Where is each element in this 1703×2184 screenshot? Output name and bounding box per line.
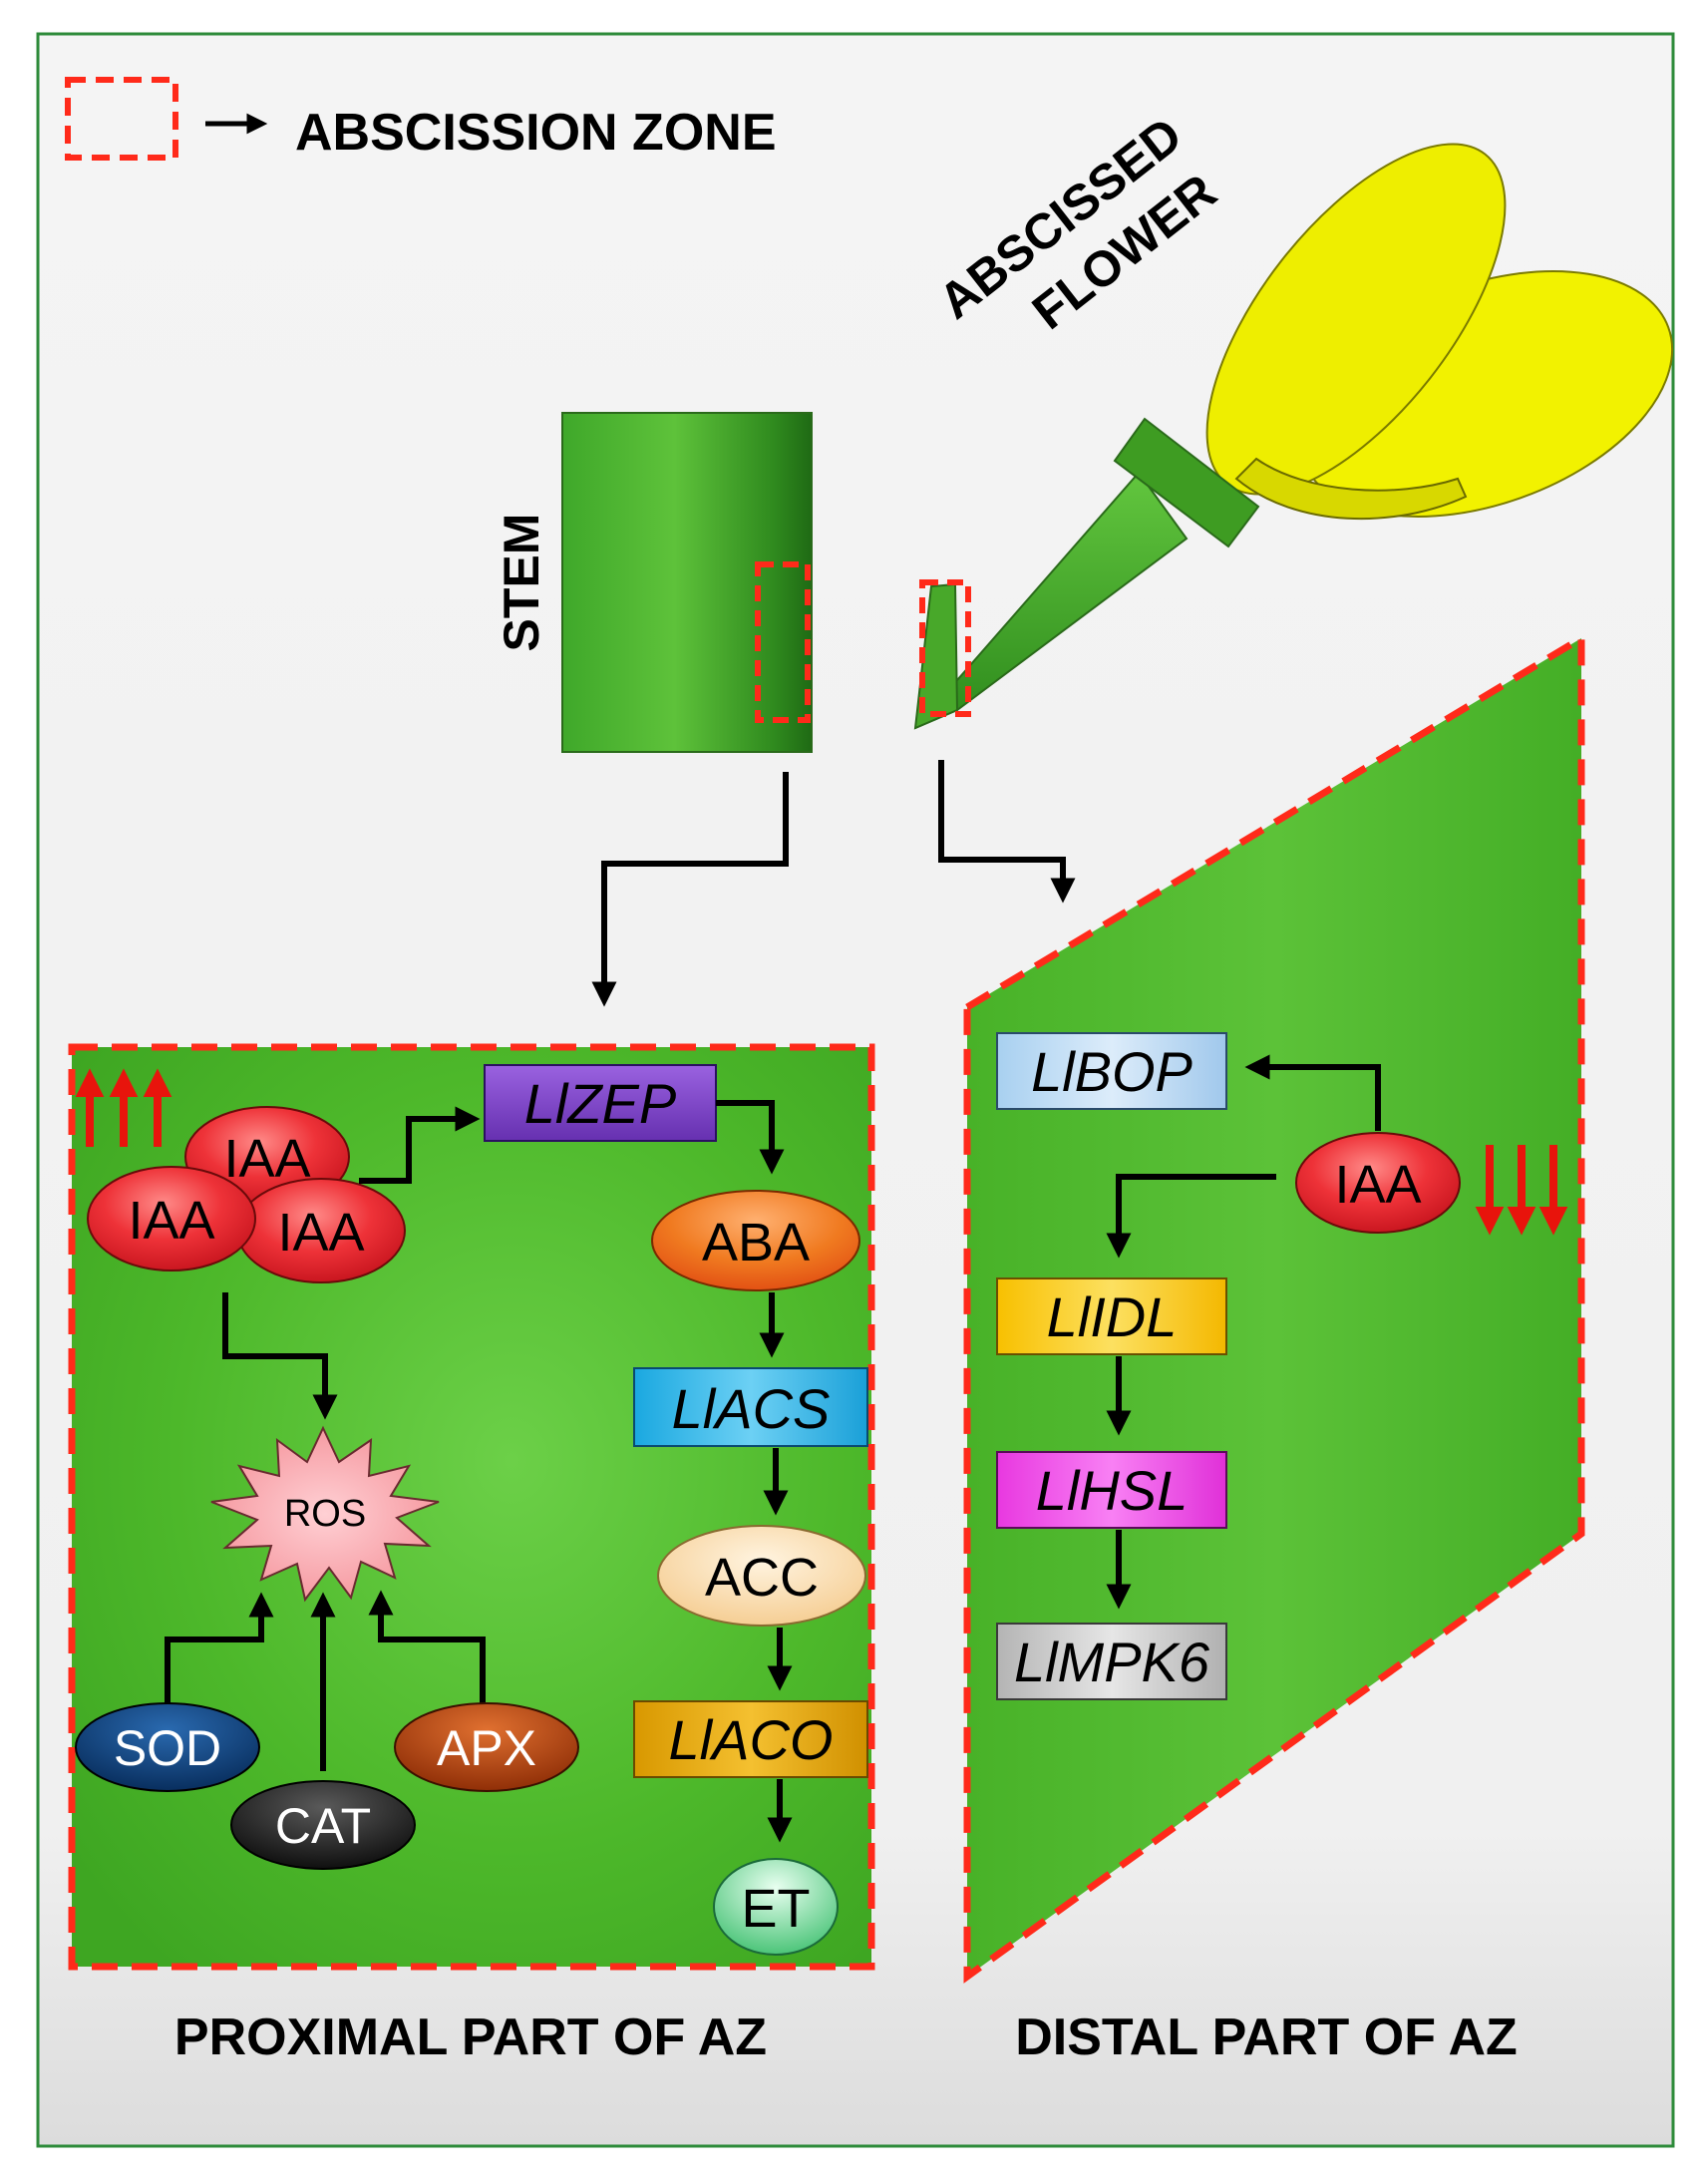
libop-label: LlBOP [1031,1040,1192,1103]
arrow-apx-to-ros [368,1590,486,1705]
iaa-label-left: IAA [128,1191,214,1251]
arrow-iaa-to-lizep [359,1106,481,1184]
aba-label: ABA [702,1213,810,1273]
apx-ellipse [394,1702,579,1792]
flower-receptacle [1113,417,1260,548]
iaa-decrease-arrows [1475,1145,1568,1236]
flower-az-marker [919,579,971,717]
acc-label: ACC [705,1548,819,1608]
arrow-flower-to-distal [938,760,1076,904]
distal-caption: DISTAL PART OF AZ [1015,2008,1518,2066]
liidl-label: LlIDL [1047,1285,1178,1348]
flower-petal-edge [1234,457,1468,521]
stem-label: STEM [494,514,549,652]
cat-label: CAT [275,1798,371,1854]
arrow-iaa-to-liidl [1106,1174,1276,1259]
ros-burst [210,1425,440,1603]
stem: STEM [494,412,813,753]
lizep-box [484,1064,717,1142]
iaa-label-right: IAA [277,1203,364,1263]
et-label: ET [741,1879,810,1939]
liaco-label: LlACO [669,1708,834,1771]
limpk6-label: LlMPK6 [1014,1631,1210,1693]
distal-iaa-label: IAA [1334,1155,1421,1215]
sod-ellipse [75,1702,260,1792]
cat-ellipse [230,1780,416,1870]
lihsl-label: LlHSL [1036,1459,1189,1522]
stem-body [561,412,813,753]
proximal-panel: IAA IAA IAA LlZEP ABA LlACS ACC LlACO [68,1043,875,1971]
iaa-increase-arrows [75,1068,172,1147]
liidl-box [996,1277,1227,1355]
iaa-ellipse-left [87,1166,256,1272]
iaa-label-top: IAA [223,1129,310,1189]
liacs-box [633,1367,868,1447]
arrow-lizep-to-aba [716,1100,785,1175]
arrow-sod-to-ros [165,1592,274,1703]
sod-label: SOD [114,1720,221,1776]
legend-label: ABSCISSION ZONE [295,104,777,162]
libop-box [996,1032,1227,1110]
acc-ellipse [657,1525,866,1627]
proximal-caption: PROXIMAL PART OF AZ [174,2008,767,2066]
arrow-stem-to-proximal [591,772,789,1007]
liacs-label: LlACS [672,1377,831,1440]
apx-label: APX [437,1720,536,1776]
iaa-cluster: IAA IAA IAA [87,1106,406,1283]
legend-az-swatch [65,77,178,161]
arrow-iaa-to-ros [222,1292,338,1420]
et-ellipse [713,1858,839,1956]
distal-panel: LlBOP IAA LlIDL LlHSL LlMPK6 [963,631,1585,1984]
arrow-iaa-to-libop [1244,1054,1381,1131]
liaco-box [633,1700,868,1778]
stem-az-marker [755,561,811,723]
distal-iaa-ellipse [1295,1132,1461,1234]
legend: ABSCISSION ZONE [65,77,777,162]
limpk6-box [996,1623,1227,1700]
aba-ellipse [651,1190,860,1291]
lihsl-box [996,1451,1227,1529]
lizep-label: LlZEP [524,1072,677,1135]
ros-label: ROS [284,1493,366,1535]
